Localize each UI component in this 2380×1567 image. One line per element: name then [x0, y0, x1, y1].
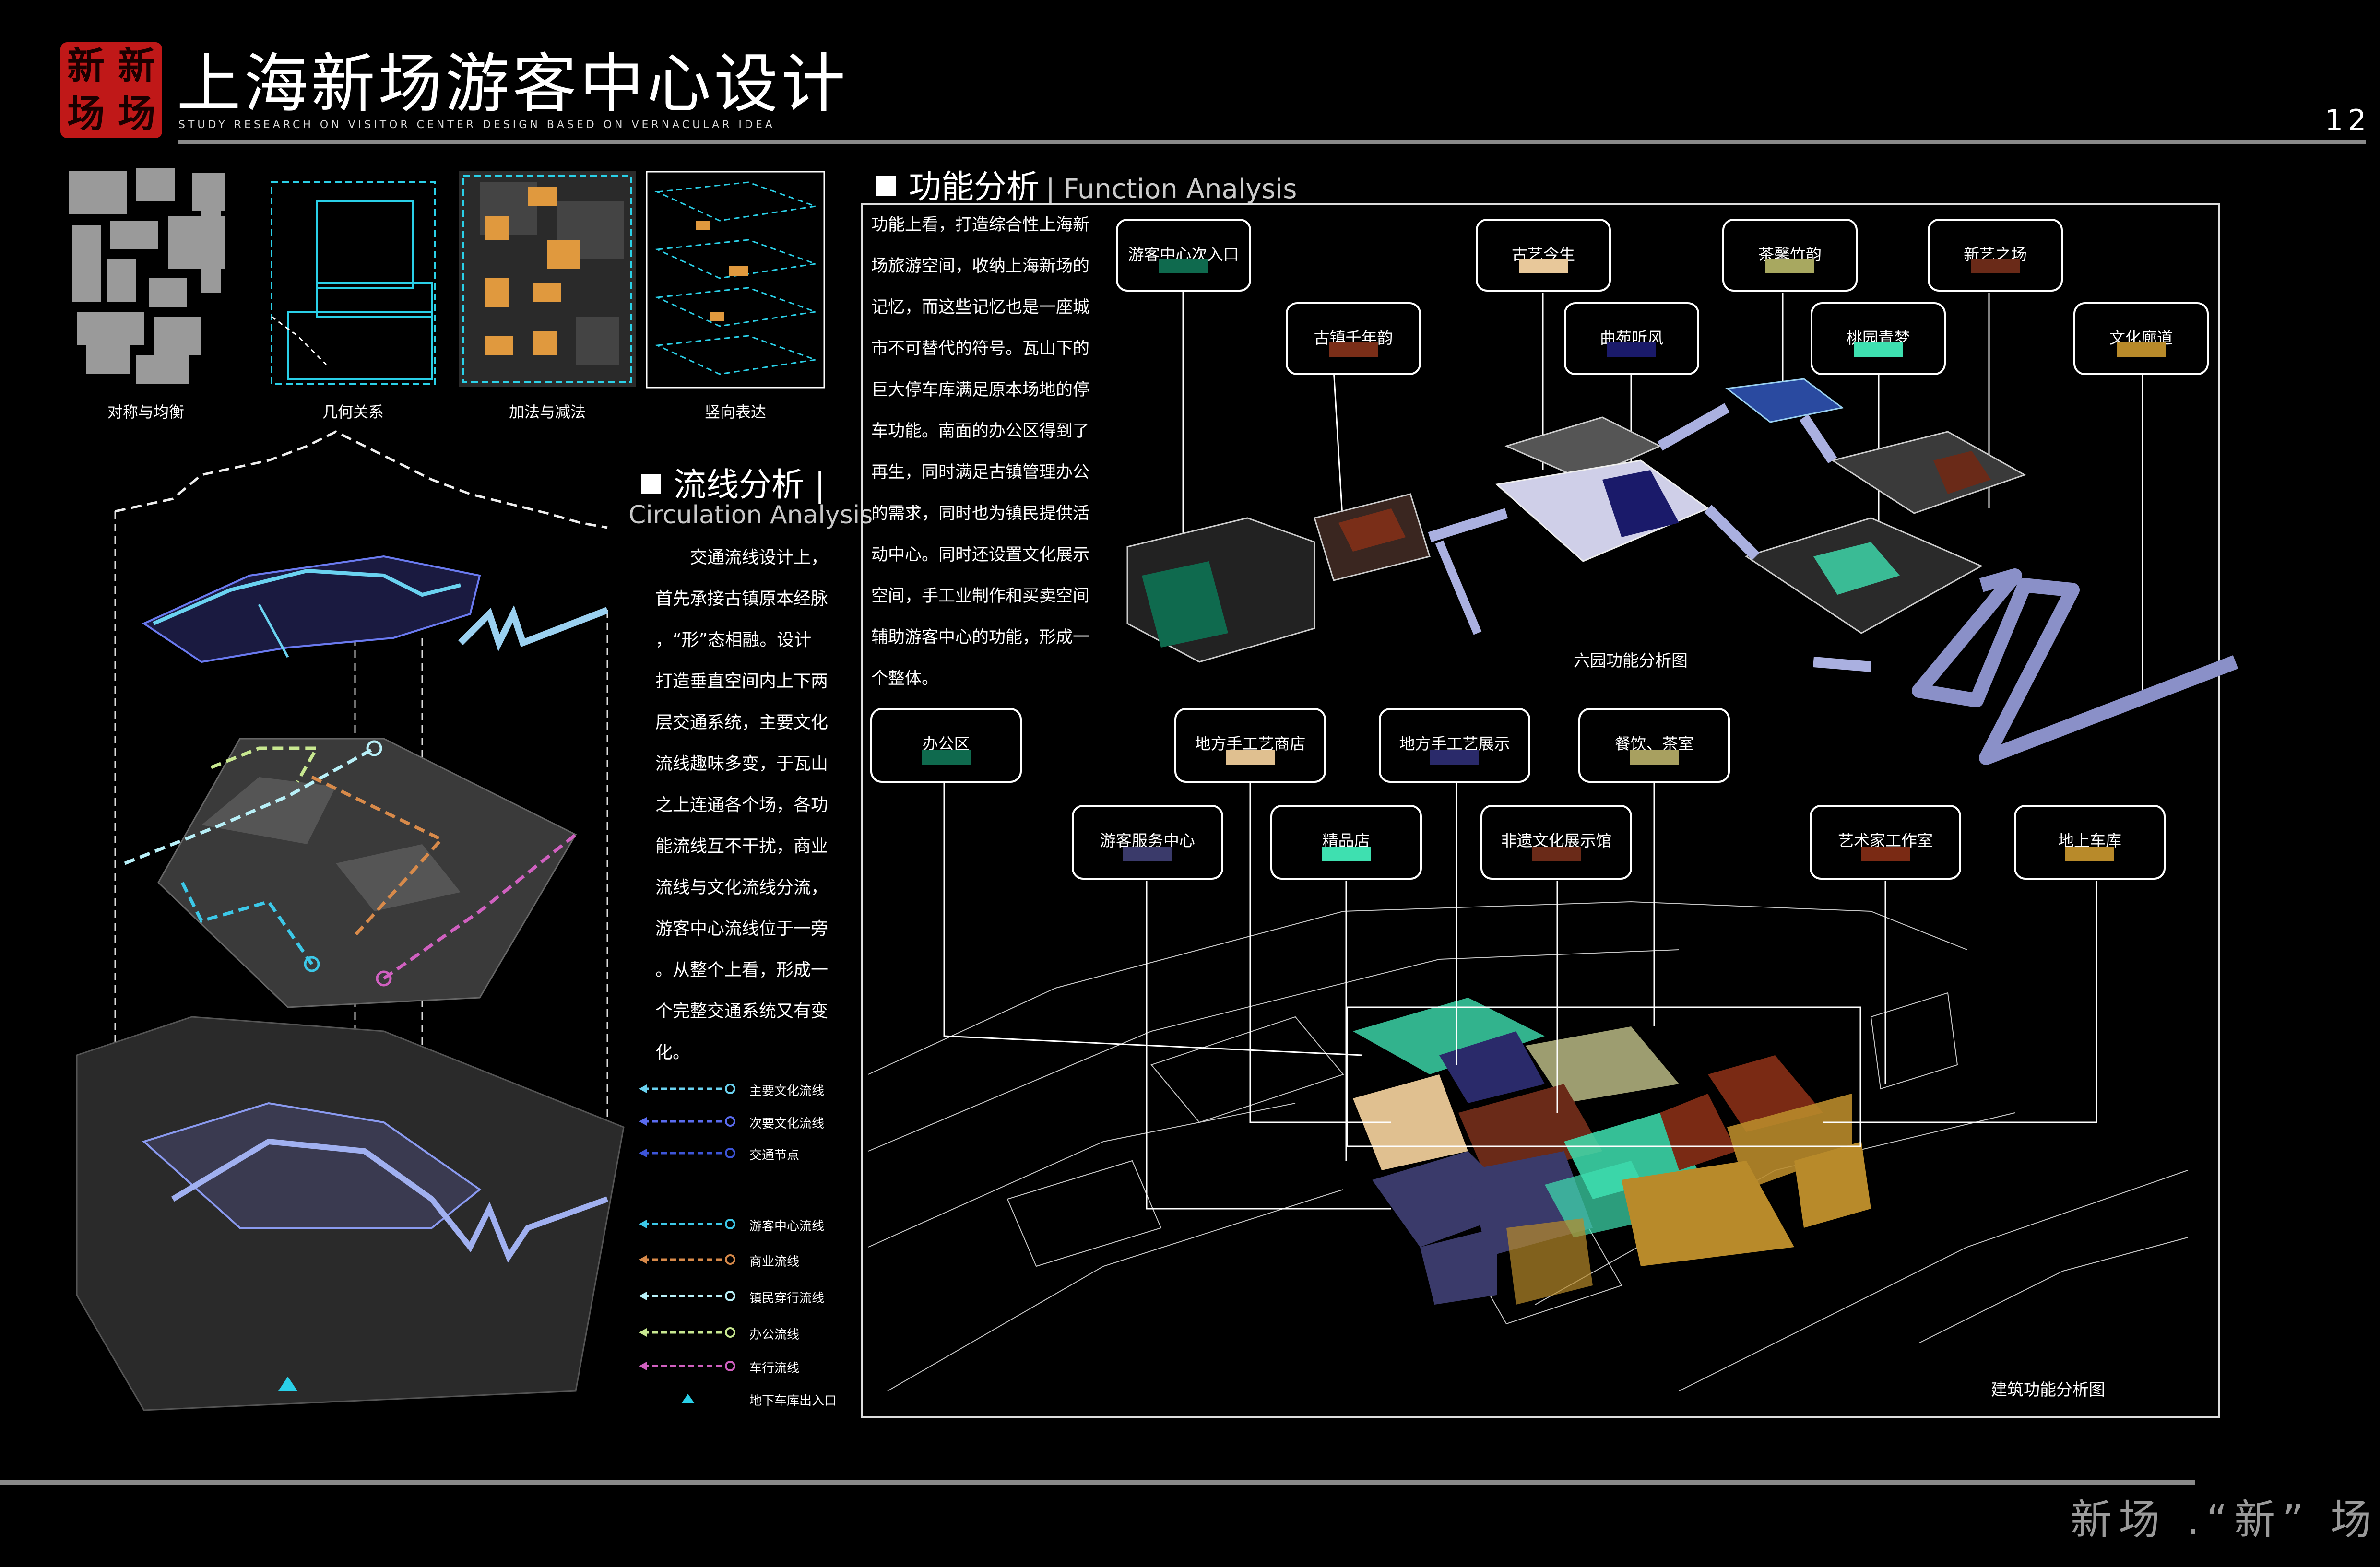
- color-swatch: [1430, 750, 1479, 765]
- label-box-craft-shop: 地方手工艺商店: [1174, 708, 1326, 783]
- garden-diagram-caption: 六园功能分析图: [1574, 651, 1688, 671]
- section-bullet: [641, 474, 661, 495]
- label-box-culture-corridor: 文化廊道: [2073, 302, 2209, 375]
- page-number: 12: [2325, 104, 2371, 137]
- legend-label: 商业流线: [749, 1255, 800, 1269]
- legend-node-icon: [725, 1361, 735, 1371]
- legend-label: 地下车库出入口: [749, 1394, 837, 1408]
- function-frame: [861, 203, 2220, 1418]
- legend-arrow-icon: [639, 1255, 647, 1264]
- legend-label: 主要文化流线: [749, 1084, 825, 1098]
- legend-node-icon: [725, 1291, 735, 1301]
- color-swatch: [1854, 342, 1903, 357]
- color-swatch: [1765, 259, 1814, 273]
- color-swatch: [1226, 750, 1275, 765]
- color-swatch: [922, 750, 971, 765]
- concept-diagram-symmetry: [69, 168, 225, 384]
- legend-arrow-icon: [639, 1084, 647, 1093]
- caption-geometry: 几何关系: [322, 403, 384, 421]
- label-box-heritage-hall: 非遗文化展示馆: [1480, 805, 1632, 880]
- color-swatch: [2065, 847, 2114, 861]
- label-box-peach-garden: 桃园青梦: [1811, 302, 1946, 375]
- circulation-title-en: Circulation Analysis: [628, 501, 873, 530]
- label-box-dining-tea: 餐饮、茶室: [1578, 708, 1730, 783]
- legend-node-icon: [725, 1219, 735, 1229]
- color-swatch: [1123, 847, 1172, 861]
- color-swatch: [1159, 259, 1208, 273]
- circulation-level-roof: [142, 555, 609, 663]
- circulation-title: 流线分析 |: [641, 458, 826, 506]
- color-swatch: [1329, 342, 1378, 357]
- legend-arrow-icon: [639, 1117, 647, 1126]
- function-paragraph: 功能上看，打造综合性上海新 场旅游空间，收纳上海新场的 记忆，而这些记忆也是一座…: [871, 215, 1090, 688]
- legend-node-icon: [725, 1327, 735, 1338]
- logo-seal: 新 新 场 场: [67, 45, 155, 136]
- label-box-surface-parking: 地上车库: [2014, 805, 2166, 880]
- legend-node-icon: [725, 1116, 735, 1127]
- color-swatch: [1971, 259, 2020, 273]
- concept-diagram-vertical: [646, 171, 825, 389]
- function-title: 功能分析| Function Analysis: [876, 160, 1297, 208]
- circulation-level-middle: [124, 738, 577, 1008]
- caption-symmetry: 对称与均衡: [107, 403, 184, 421]
- label-box-visitor-entrance: 游客中心次入口: [1116, 219, 1251, 292]
- legend-label: 次要文化流线: [749, 1117, 825, 1131]
- concept-diagram-addition: [459, 171, 636, 387]
- function-title-en: | Function Analysis: [1046, 174, 1297, 205]
- page-subtitle: Study research on Visitor center design …: [178, 119, 775, 131]
- caption-vertical: 竖向表达: [704, 403, 766, 421]
- footer-slogan: 新场 .“新” 场: [2071, 1496, 2379, 1544]
- circulation-level-ground: [76, 1016, 625, 1411]
- color-swatch: [2117, 342, 2166, 357]
- legend-label: 交通节点: [749, 1148, 800, 1163]
- color-swatch: [1607, 342, 1656, 357]
- label-box-ancient-town: 古镇千年韵: [1286, 302, 1421, 375]
- section-bullet: [876, 176, 896, 197]
- legend-label: 车行流线: [749, 1361, 800, 1376]
- label-box-boutique: 精品店: [1270, 805, 1422, 880]
- circulation-paragraph: 交通流线设计上， 首先承接古镇原本经脉 ，“形”态相融。设计 打造垂直空间内上下…: [655, 548, 829, 1062]
- caption-addition: 加法与减法: [509, 403, 586, 421]
- logo: 新 新 场 场: [60, 42, 162, 138]
- label-box-ancient-arts: 古艺今生: [1476, 219, 1611, 292]
- legend-label: 办公流线: [749, 1328, 800, 1342]
- concept-diagram-geometry: [271, 181, 436, 385]
- color-swatch: [1532, 847, 1581, 861]
- footer-rule: [0, 1480, 2195, 1485]
- legend-triangle-marker: [681, 1394, 695, 1403]
- legend-arrow-icon: [639, 1149, 647, 1157]
- legend-label: 游客中心流线: [749, 1219, 825, 1234]
- legend-arrow-icon: [639, 1292, 647, 1300]
- label-box-visitor-service: 游客服务中心: [1072, 805, 1223, 880]
- header-rule: [178, 140, 2366, 144]
- building-diagram-caption: 建筑功能分析图: [1991, 1380, 2105, 1400]
- label-box-opera-garden: 曲苑听风: [1564, 302, 1699, 375]
- color-swatch: [1519, 259, 1568, 273]
- legend-arrow-icon: [639, 1328, 647, 1337]
- color-swatch: [1322, 847, 1371, 861]
- label-box-office: 办公区: [870, 708, 1022, 783]
- color-swatch: [1861, 847, 1910, 861]
- label-box-artist-studio: 艺术家工作室: [1810, 805, 1961, 880]
- legend-label: 镇民穿行流线: [749, 1291, 825, 1306]
- legend-arrow-icon: [639, 1220, 647, 1228]
- color-swatch: [1630, 750, 1679, 765]
- legend-node-icon: [725, 1148, 735, 1158]
- page-title: 上海新场游客中心设计: [177, 47, 849, 121]
- label-box-craft-display: 地方手工艺展示: [1379, 708, 1530, 783]
- legend-arrow-icon: [639, 1362, 647, 1370]
- legend-node-icon: [725, 1254, 735, 1265]
- label-box-tea-bamboo: 茶馨竹韵: [1722, 219, 1858, 292]
- label-box-new-arts: 新艺之场: [1928, 219, 2063, 292]
- legend-node-icon: [725, 1084, 735, 1094]
